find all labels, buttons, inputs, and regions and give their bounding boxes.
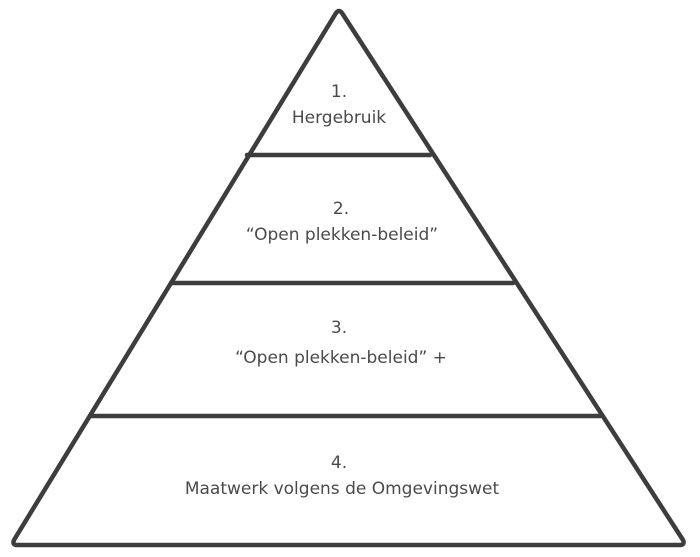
tier-1-label: Hergebruik [292,108,386,128]
tier-2: 2. “Open plekken-beleid” [246,199,438,245]
tier-1: 1. Hergebruik [292,82,386,128]
tier-4-label: Maatwerk volgens de Omgevingswet [185,479,500,499]
tier-3-label: “Open plekken-beleid” + [235,348,447,368]
tier-4: 4. Maatwerk volgens de Omgevingswet [185,453,500,499]
tier-2-number: 2. [333,199,349,219]
tier-2-label: “Open plekken-beleid” [246,225,438,245]
tier-1-number: 1. [331,82,347,102]
tier-3-number: 3. [331,318,347,338]
tier-3: 3. “Open plekken-beleid” + [235,318,447,368]
pyramid-outline [11,8,686,548]
tier-4-number: 4. [331,453,347,473]
